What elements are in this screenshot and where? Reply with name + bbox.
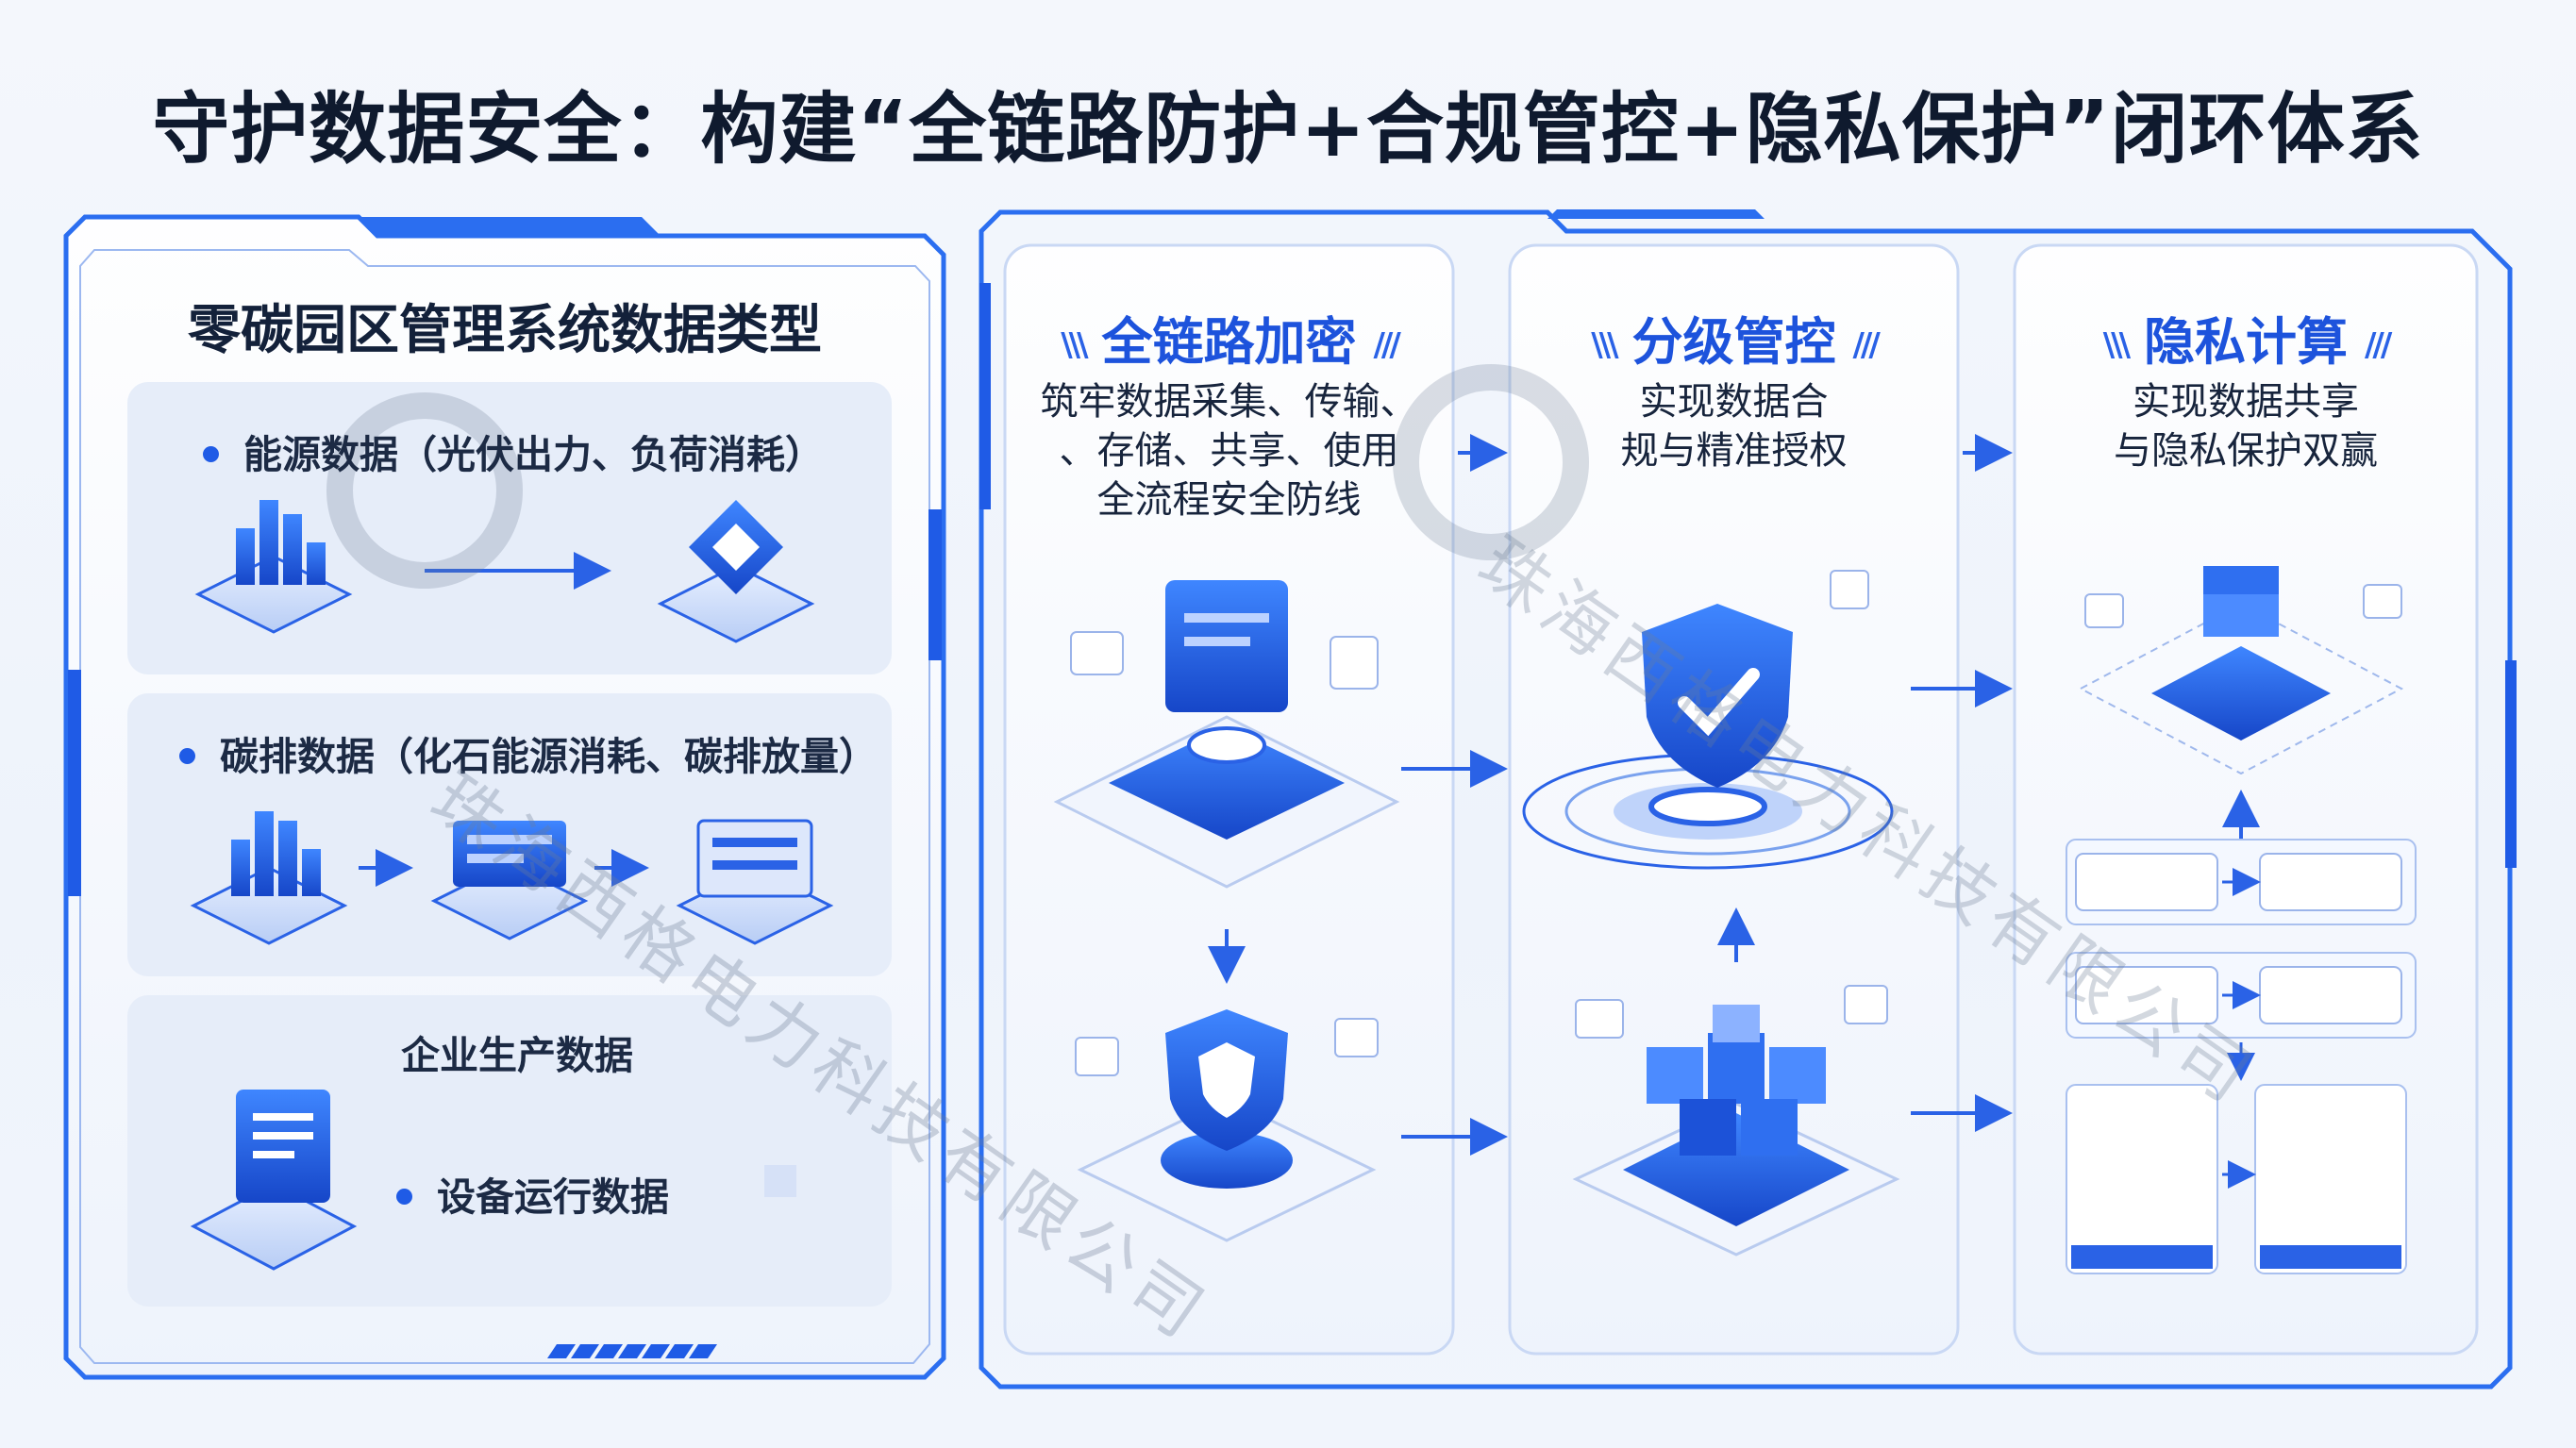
watermark-logo — [326, 364, 1589, 589]
title-deco-right: /// — [1852, 326, 1881, 365]
privacy-stack-icon — [2078, 566, 2404, 775]
energy-chart-icon — [194, 500, 353, 634]
carbon-storage-icon — [676, 819, 834, 945]
title-deco-left: \\\ — [1591, 326, 1618, 365]
pillar-privacy-title: \\\隐私计算/// — [2102, 312, 2393, 372]
left-panel-title: 零碳园区管理系统数据类型 — [188, 300, 822, 361]
production-monitor-icon — [190, 1090, 358, 1271]
energy-chip-icon — [657, 500, 815, 643]
energy-data-label: 能源数据（光伏出力、负荷消耗） — [203, 423, 824, 479]
shield-icon-1 — [1075, 1009, 1379, 1242]
cubes-icon — [1572, 985, 1900, 1257]
carbon-server-icon — [430, 821, 589, 940]
main-title: 守护数据安全：构建“全链路防护+合规管控+隐私保护”闭环体系 — [152, 85, 2424, 175]
shield-check-icon — [1522, 570, 1894, 870]
carbon-chart-icon — [190, 811, 348, 945]
right-panel-frame — [979, 209, 2517, 1390]
pillar-control-desc: 实现数据合 规与精准授权 — [1620, 380, 1848, 473]
computer-lock-icon — [1053, 580, 1400, 889]
pillar-privacy-desc: 实现数据共享 与隐私保护双赢 — [2114, 380, 2378, 473]
pillar-encryption-title: \\\全链路加密/// — [1061, 312, 1401, 372]
privacy-flow-chart — [2066, 839, 2417, 1274]
pillar-control-title: \\\分级管控/// — [1591, 312, 1881, 372]
title-deco-left: \\\ — [2102, 326, 2131, 365]
production-data-label: 企业生产数据 — [401, 1033, 633, 1078]
title-deco-right: /// — [1373, 326, 1401, 365]
title-deco-right: /// — [2365, 326, 2392, 365]
pillar-encryption-desc: 筑牢数据采集、传输、 、存储、共享、使用 全流程安全防线 — [1040, 380, 1418, 522]
equipment-data-label: 设备运行数据 — [396, 1165, 669, 1222]
carbon-data-label: 碳排数据（化石能源消耗、碳排放量） — [179, 724, 878, 781]
title-deco-left: \\\ — [1061, 326, 1088, 365]
